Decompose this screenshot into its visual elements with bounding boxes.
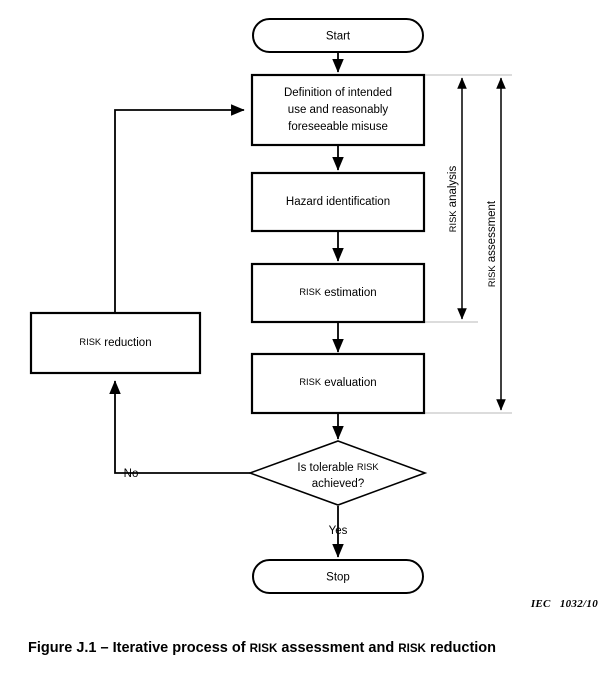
measure-risk-assessment: RISK assessment <box>486 77 506 411</box>
caption-risk-first: RISK <box>249 642 278 655</box>
node-risk-reduction[interactable]: RISK reduction <box>29 311 202 375</box>
node-decision-line1-smallcaps: RISK <box>357 462 379 472</box>
node-evaluation-label: RISK evaluation <box>299 377 376 389</box>
node-stop-label: Stop <box>326 572 350 584</box>
node-decision-line1-pre: Is tolerable <box>297 462 356 474</box>
iec-reference: IEC 1032/10 <box>530 598 598 610</box>
node-risk-estimation[interactable]: RISK estimation <box>250 262 426 324</box>
caption-suffix: reduction <box>425 640 497 656</box>
node-decision-line2: achieved? <box>312 478 364 490</box>
node-decision-line1: Is tolerable RISK <box>297 462 379 474</box>
measure-risk-assessment-label: RISK assessment <box>486 200 498 287</box>
node-start[interactable]: Start <box>252 18 424 53</box>
node-definition-line1: Definition of intended <box>284 87 392 99</box>
node-estimation-rest: estimation <box>321 287 377 299</box>
node-evaluation-smallcaps: RISK <box>299 377 321 387</box>
node-hazard-label: Hazard identification <box>286 196 390 208</box>
edge-label-no: No <box>124 468 139 480</box>
node-risk-evaluation[interactable]: RISK evaluation <box>250 352 426 415</box>
measure-risk-analysis-label: RISK analysis <box>447 166 459 233</box>
edge-label-yes: Yes <box>329 525 348 537</box>
node-decision-tolerable-risk[interactable]: Is tolerable RISK achieved? <box>247 440 428 506</box>
node-hazard-identification[interactable]: Hazard identification <box>250 171 426 233</box>
node-start-label: Start <box>326 31 351 43</box>
measure-analysis-smallcaps: RISK <box>448 210 458 232</box>
node-definition-line3: foreseeable misuse <box>288 121 388 133</box>
caption-mid: assessment and <box>277 640 399 656</box>
caption-prefix: Figure J.1 – Iterative process of <box>28 640 250 656</box>
node-reduction-rest: reduction <box>101 337 152 349</box>
measure-analysis-rest: analysis <box>447 166 459 211</box>
node-definition-line2: use and reasonably <box>288 104 389 116</box>
measure-assessment-smallcaps: RISK <box>487 265 497 287</box>
node-stop[interactable]: Stop <box>252 559 424 594</box>
node-reduction-label: RISK reduction <box>79 337 151 349</box>
node-estimation-smallcaps: RISK <box>299 287 321 297</box>
measure-risk-analysis: RISK analysis <box>447 77 467 320</box>
node-reduction-smallcaps: RISK <box>79 337 101 347</box>
figure-caption: Figure J.1 – Iterative process of RISK a… <box>28 640 588 656</box>
node-evaluation-rest: evaluation <box>321 377 377 389</box>
node-definition[interactable]: Definition of intended use and reasonabl… <box>250 73 426 147</box>
flowchart-svg: Start Definition of intended use and rea… <box>29 18 512 594</box>
connector-reduction-to-definition <box>114 104 245 313</box>
measure-assessment-rest: assessment <box>486 200 498 265</box>
connector-decision-no-to-reduction <box>109 380 250 474</box>
caption-risk-second: RISK <box>398 642 426 655</box>
node-estimation-label: RISK estimation <box>299 287 376 299</box>
